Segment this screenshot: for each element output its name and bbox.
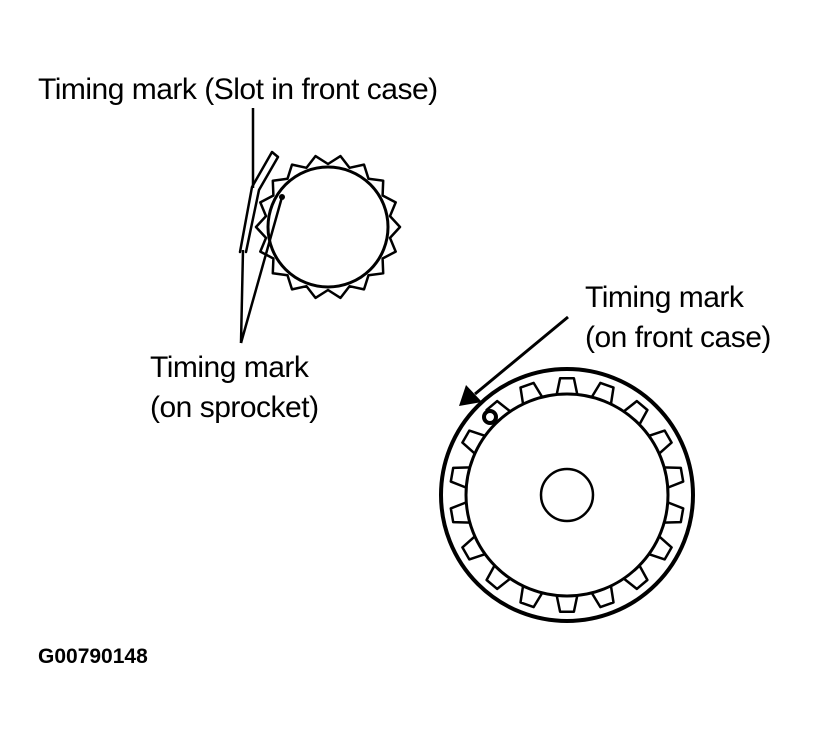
small-sprocket-hub — [266, 165, 390, 289]
small-sprocket-teeth — [254, 154, 402, 300]
sprocket-leader-lines — [239, 194, 285, 344]
large-gear — [439, 367, 695, 623]
label-front-case-line2: (on front case) — [585, 321, 771, 354]
label-sprocket-line1: Timing mark — [150, 351, 309, 384]
large-gear-center-hole — [539, 467, 595, 523]
front-case-ring — [439, 367, 695, 623]
label-front-case-timing-mark: Timing mark (on front case) — [585, 278, 771, 358]
figure-id: G00790148 — [38, 645, 148, 668]
label-sprocket-line2: (on sprocket) — [150, 391, 319, 424]
small-sprocket — [254, 154, 402, 300]
large-gear-body — [464, 392, 670, 598]
label-slot-in-front-case: Timing mark (Slot in front case) — [38, 73, 438, 106]
gear-timing-dot — [482, 409, 498, 425]
label-sprocket-timing-mark: Timing mark (on sprocket) — [150, 348, 319, 428]
front-case-arrow — [459, 315, 569, 406]
label-front-case-line1: Timing mark — [585, 281, 744, 314]
